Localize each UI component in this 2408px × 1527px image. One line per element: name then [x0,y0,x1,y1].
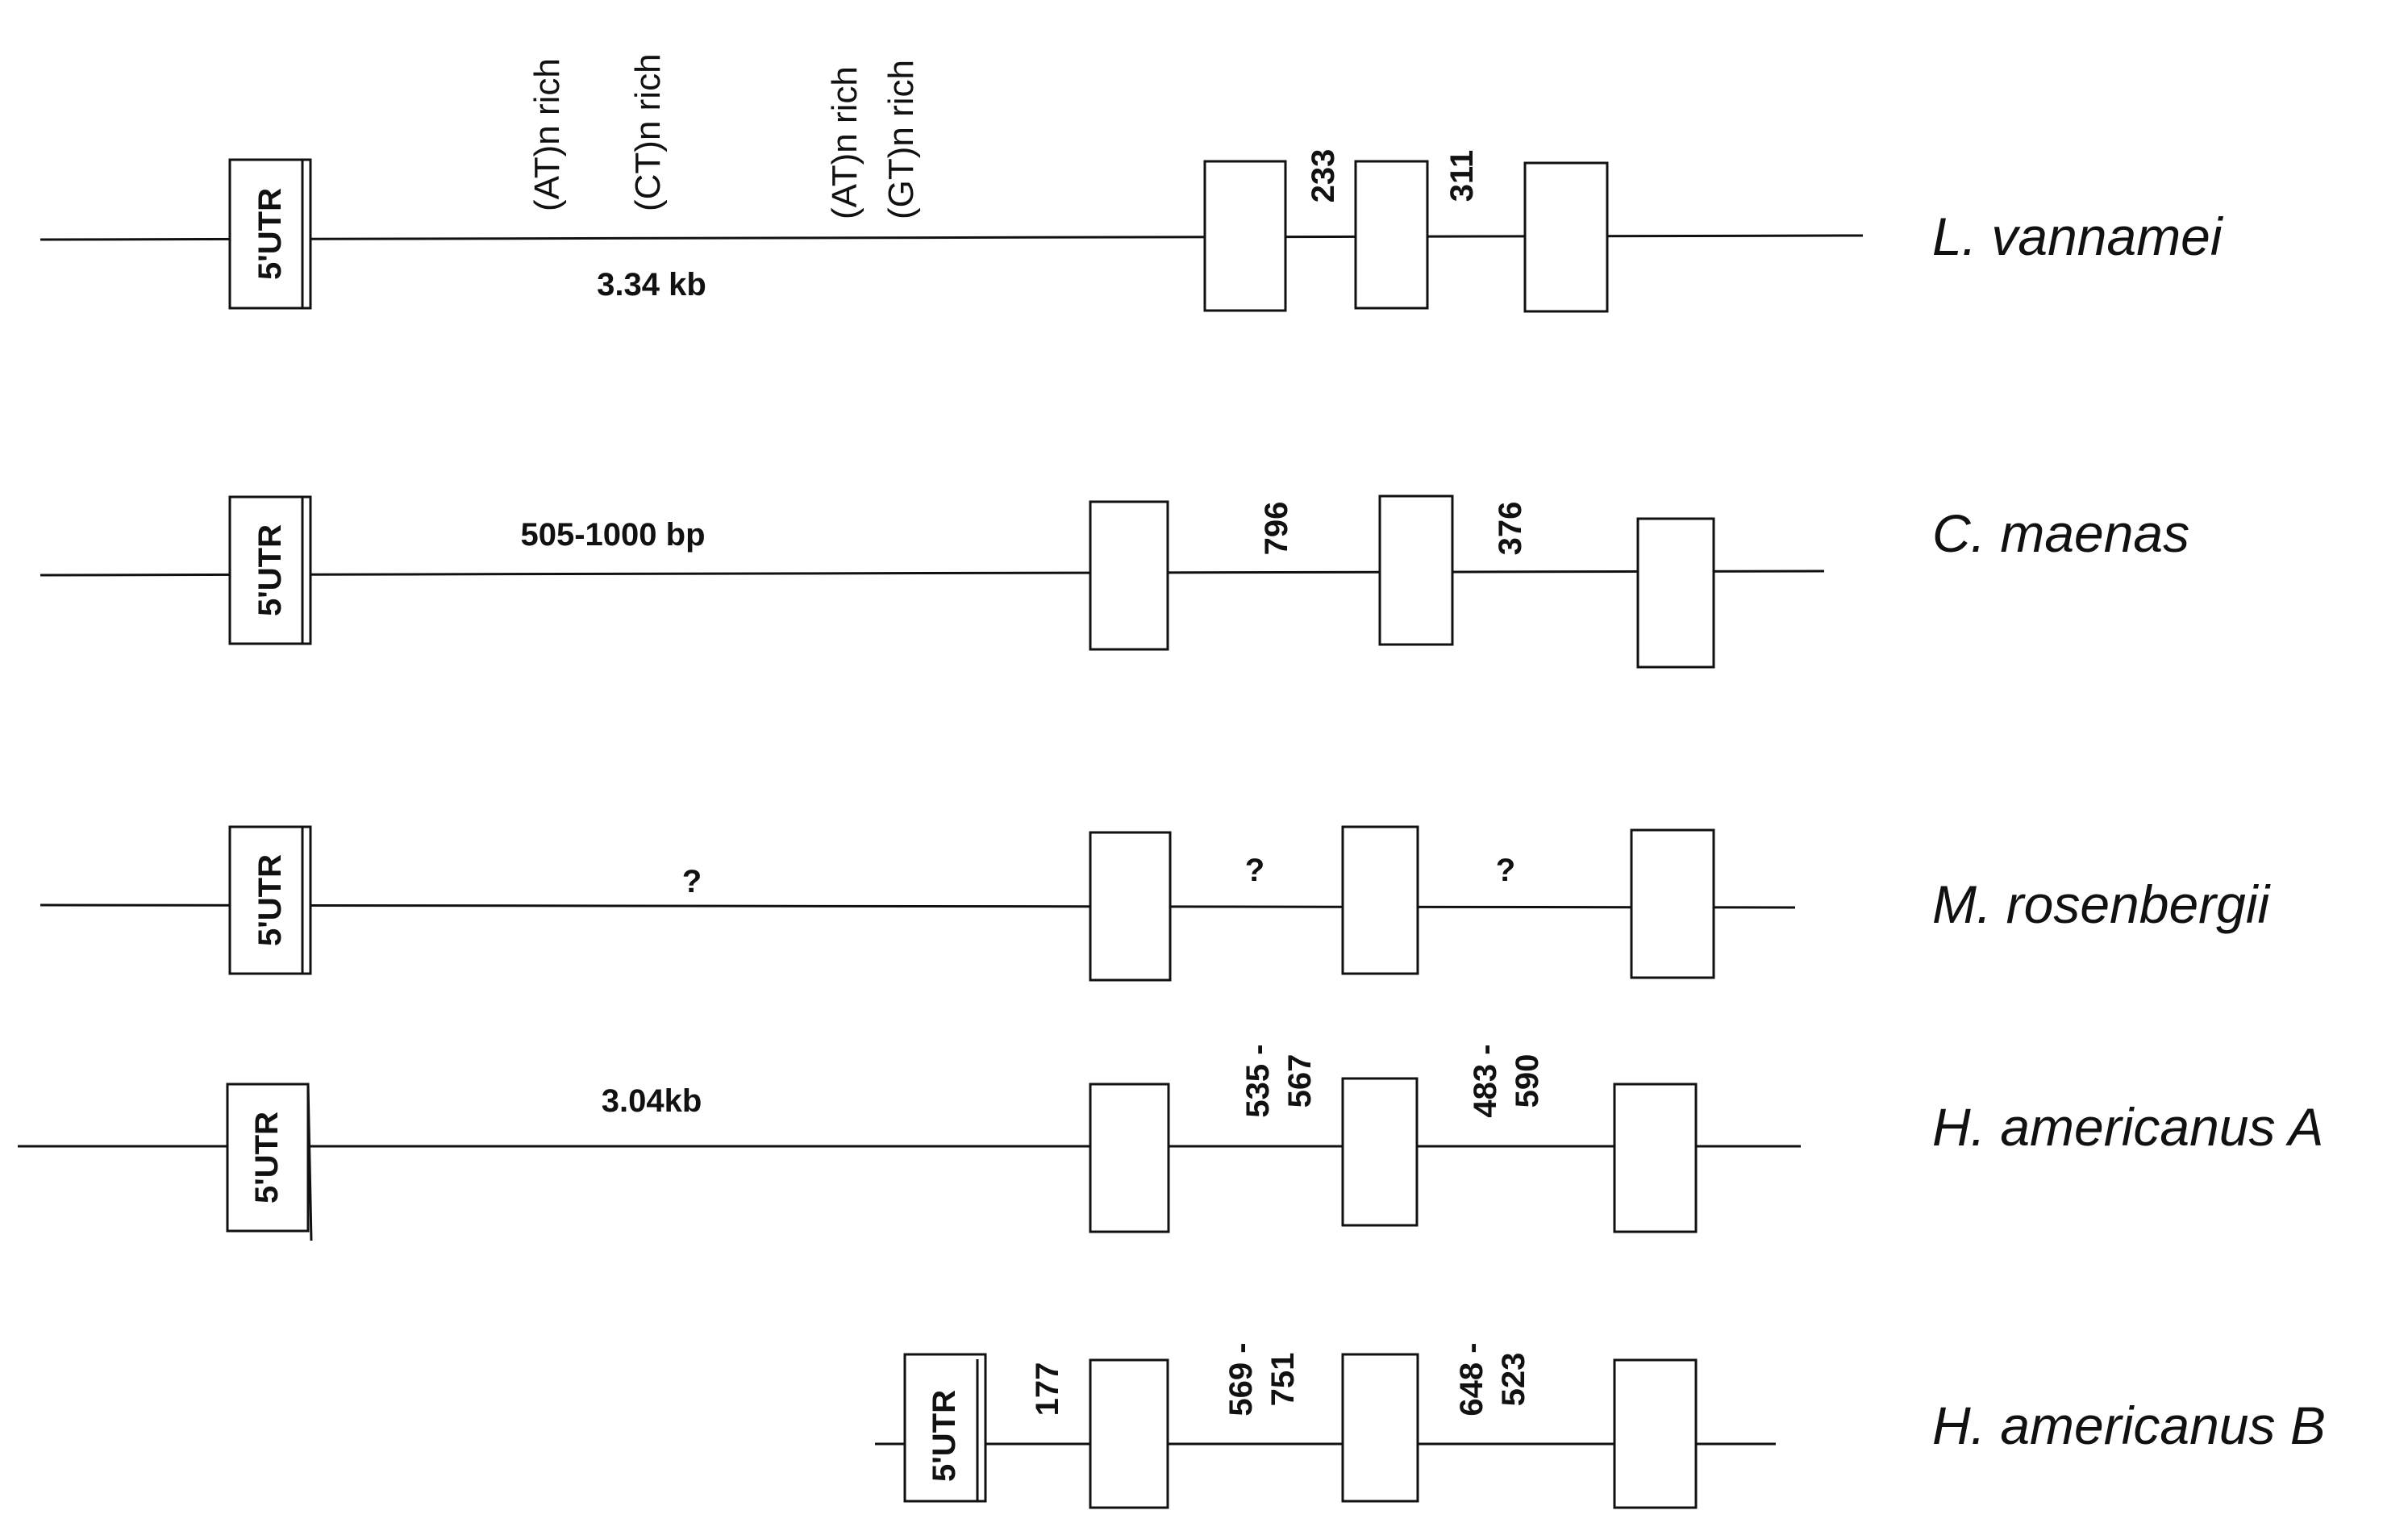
exon-box [1523,161,1609,313]
intron2-length-label: 569 - [1223,1342,1259,1416]
exon-box [1636,517,1715,669]
species-label: C. maenas [1932,503,2189,563]
motif-label: (GT)n rich [881,60,921,219]
utr-box [226,1083,310,1233]
intron2-length-label: 567 [1282,1054,1318,1108]
motif-label: (CT)n rich [628,53,668,211]
intron3-length-label: 648 - [1454,1342,1489,1416]
intron3-length-label: 523 [1496,1353,1531,1407]
exon-box [1089,1083,1170,1233]
motif-label: (AT)n rich [825,66,864,219]
gene-h-americanus-b: 5'UTR 177 569 - 751 648 - 523 H. america… [875,1342,2326,1509]
exon-box [1089,1358,1169,1509]
utr-box [228,158,312,310]
intron3-length-label: ? [1496,853,1515,888]
exon-box [1341,825,1419,975]
species-label: M. rosenbergii [1932,874,2272,934]
intron2-length-label: ? [1245,853,1264,888]
exon-box [1089,500,1169,651]
utr-edge [306,1083,313,1241]
utr-label: 5'UTR [249,1112,285,1204]
intron1-length-label: 505-1000 bp [520,517,705,553]
intron2-length-label: 535 - [1240,1044,1276,1117]
exon-box [1341,1077,1419,1227]
species-label: L. vannamei [1932,207,2224,266]
utr-box [228,495,312,645]
intron1-length-label: ? [682,864,702,899]
intron2-length-label: 796 [1259,502,1294,556]
exon-box [1378,494,1454,646]
motif-label: (AT)n rich [527,58,567,211]
exon-box [1341,1353,1419,1503]
utr-box [228,825,312,975]
gene-backbone [40,569,1825,577]
exon-box [1630,828,1715,979]
exon-box [1203,160,1287,312]
utr-label: 5'UTR [252,854,288,946]
gene-l-vannamei: 5'UTR (AT)n rich (CT)n rich (AT)n rich (… [40,53,2224,313]
intron1-length-label: 3.04kb [602,1083,702,1119]
intron3-length-label: 376 [1493,502,1528,556]
exon-box [1613,1083,1698,1233]
gene-backbone [40,903,1796,909]
species-label: H. americanus B [1932,1396,2326,1455]
utr-label: 5'UTR [927,1390,962,1482]
exon-box [1354,160,1429,310]
intron1-length-label: 177 [1030,1362,1065,1416]
intron1-length-label: 3.34 kb [597,267,706,302]
gene-c-maenas: 5'UTR 505-1000 bp 796 376 C. maenas [40,494,2189,669]
gene-m-rosenbergii: 5'UTR ? ? ? M. rosenbergii [40,825,2272,982]
utr-label: 5'UTR [252,188,288,280]
intron3-length-label: 311 [1444,150,1480,202]
exon-box [1613,1358,1698,1509]
species-label: H. americanus A [1932,1097,2323,1157]
intron2-length-label: 233 [1306,149,1341,203]
intron3-length-label: 590 [1510,1054,1545,1108]
utr-box [903,1353,987,1503]
exon-box [1089,831,1172,982]
gene-h-americanus-a: 5'UTR 3.04kb 535 - 567 483 - 590 H. amer… [18,1044,2323,1241]
intron3-length-label: 483 - [1468,1044,1503,1117]
intron2-length-label: 751 [1265,1353,1301,1407]
utr-label: 5'UTR [252,524,288,616]
